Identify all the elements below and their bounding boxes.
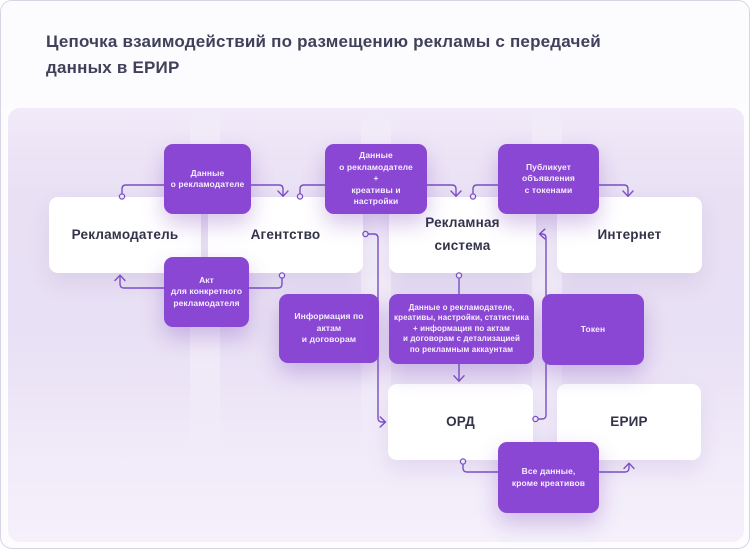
header: Цепочка взаимодействий по размещению рек… bbox=[1, 1, 749, 108]
node-internet: Интернет bbox=[557, 197, 702, 273]
edge-label-advertiser-data: Данные о рекламодателе bbox=[164, 144, 251, 214]
edge-label-publishes-ads: Публикует объявления с токенами bbox=[498, 144, 599, 214]
edge-label-act-for-advertiser: Акт для конкретного рекламодателя bbox=[164, 257, 249, 327]
edge-label-all-data-except-creatives: Все данные, кроме креативов bbox=[498, 442, 599, 513]
edge-label-token: Токен bbox=[542, 294, 644, 365]
page-title: Цепочка взаимодействий по размещению рек… bbox=[46, 32, 601, 78]
edge-label-acts-contracts-info: Информация по актам и договорам bbox=[279, 294, 379, 363]
edge-label-full-data-detail: Данные о рекламодателе, креативы, настро… bbox=[389, 294, 534, 364]
edge-label-data-creatives-settings: Данные о рекламодателе + креативы и наст… bbox=[325, 144, 427, 214]
